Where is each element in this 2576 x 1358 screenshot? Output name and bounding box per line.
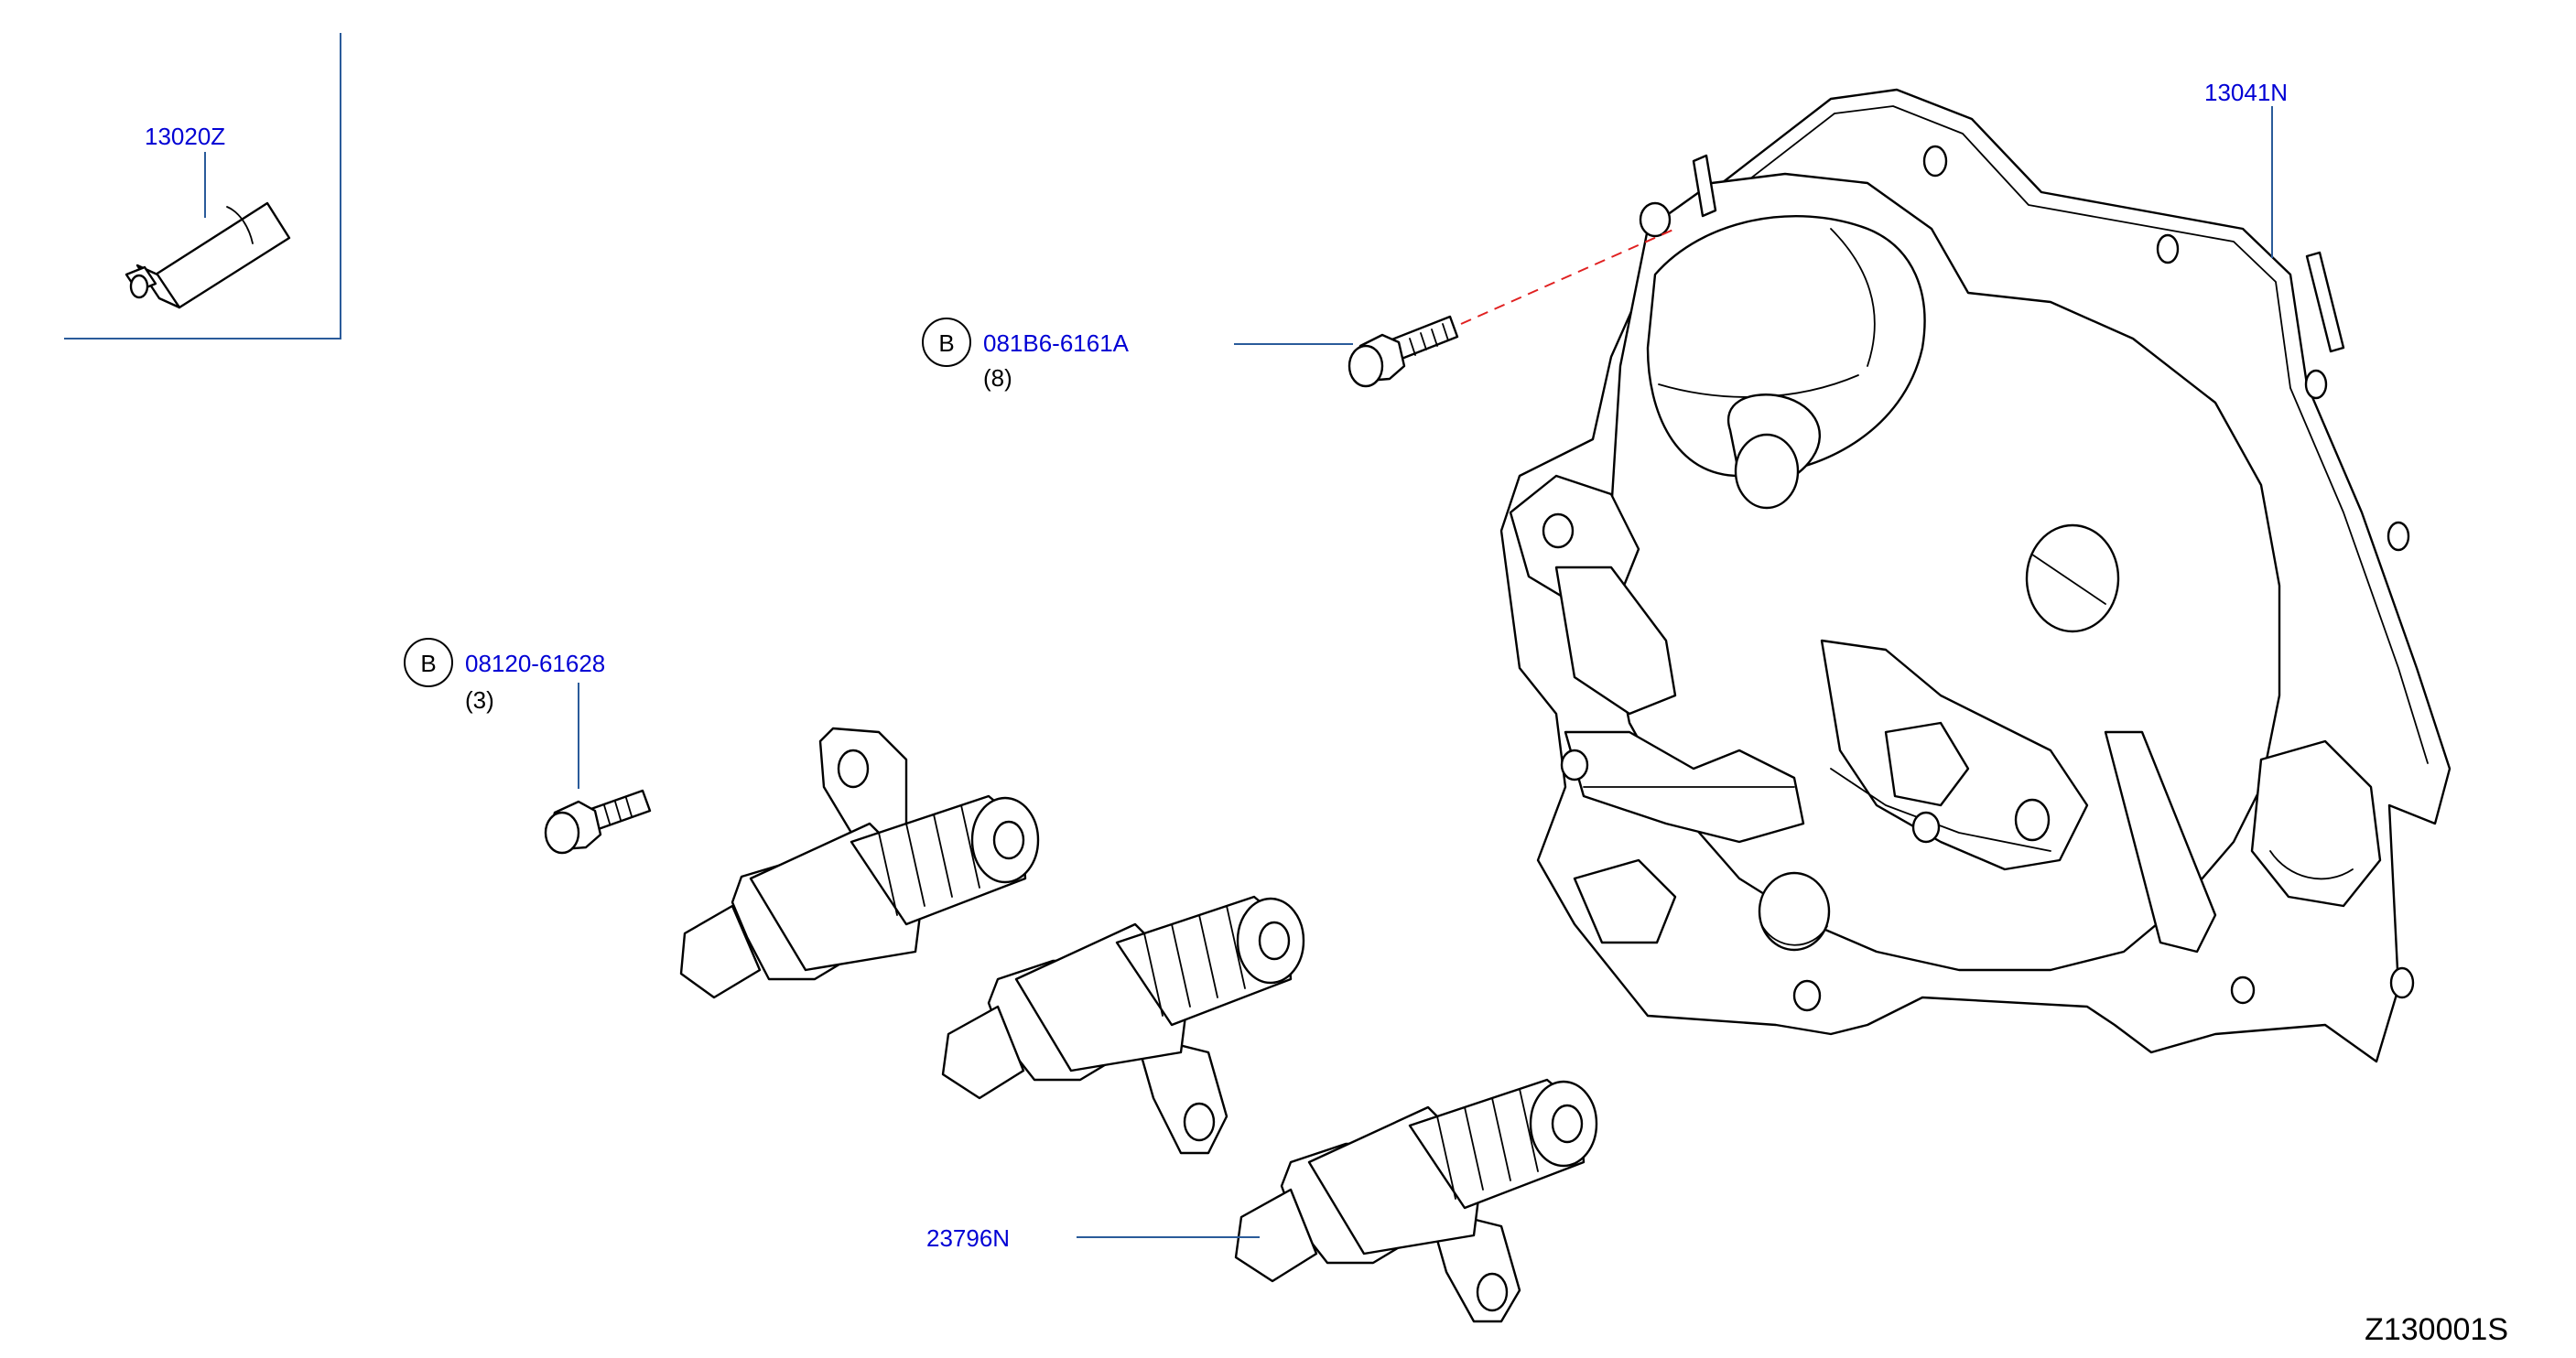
part-label-13041N[interactable]: 13041N xyxy=(2204,79,2288,106)
symbol-b-cover: B xyxy=(938,329,954,357)
diagram-code: Z130001S xyxy=(2365,1312,2508,1347)
symbol-circle-b-cover: B xyxy=(922,318,971,367)
symbol-circle-b-valve: B xyxy=(404,638,453,687)
solenoid-valve-3-icon xyxy=(1234,1078,1598,1323)
front-cover-icon xyxy=(1499,88,2452,1063)
part-label-081B6-6161A[interactable]: 081B6-6161A xyxy=(983,329,1130,357)
solenoid-valve-1-icon xyxy=(679,727,1040,999)
symbol-b-valve: B xyxy=(420,650,436,677)
part-label-23796N[interactable]: 23796N xyxy=(926,1224,1010,1252)
qty-label-valve-bolt: (3) xyxy=(465,686,494,714)
sealant-box-frame xyxy=(64,33,341,340)
solenoid-valve-2-icon xyxy=(941,895,1305,1155)
bolt-install-dashline xyxy=(1460,228,1676,325)
sealant-tube-icon xyxy=(124,201,291,309)
cover-bolt-icon xyxy=(1348,315,1459,388)
part-label-13020Z[interactable]: 13020Z xyxy=(145,123,225,150)
valve-bolt-icon xyxy=(544,789,652,855)
qty-label-cover-bolt: (8) xyxy=(983,364,1012,392)
part-label-08120-61628[interactable]: 08120-61628 xyxy=(465,650,605,677)
